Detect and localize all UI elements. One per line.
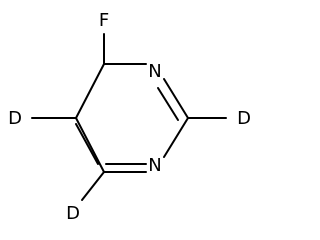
- pyrimidine-structure-diagram: F N N D D D: [8, 10, 251, 224]
- bond-c6-d: [81, 171, 105, 201]
- nitrogen-atom-label-top: N: [148, 61, 161, 82]
- bond-c6-c5-inner: [75, 123, 99, 165]
- bond-c5-c4: [75, 63, 105, 119]
- bond-c2-n1: [163, 117, 189, 158]
- bond-c2-n3-inner: [157, 87, 179, 121]
- fluorine-atom-label: F: [99, 10, 109, 31]
- nitrogen-atom-label-bottom: N: [148, 155, 161, 176]
- deuterium-atom-label-c2: D: [237, 108, 251, 129]
- deuterium-atom-label-c6: D: [66, 203, 80, 224]
- bond-c6-c5-outer: [75, 117, 105, 173]
- bond-n3-c2: [163, 78, 189, 119]
- deuterium-atom-label-c5: D: [8, 108, 22, 129]
